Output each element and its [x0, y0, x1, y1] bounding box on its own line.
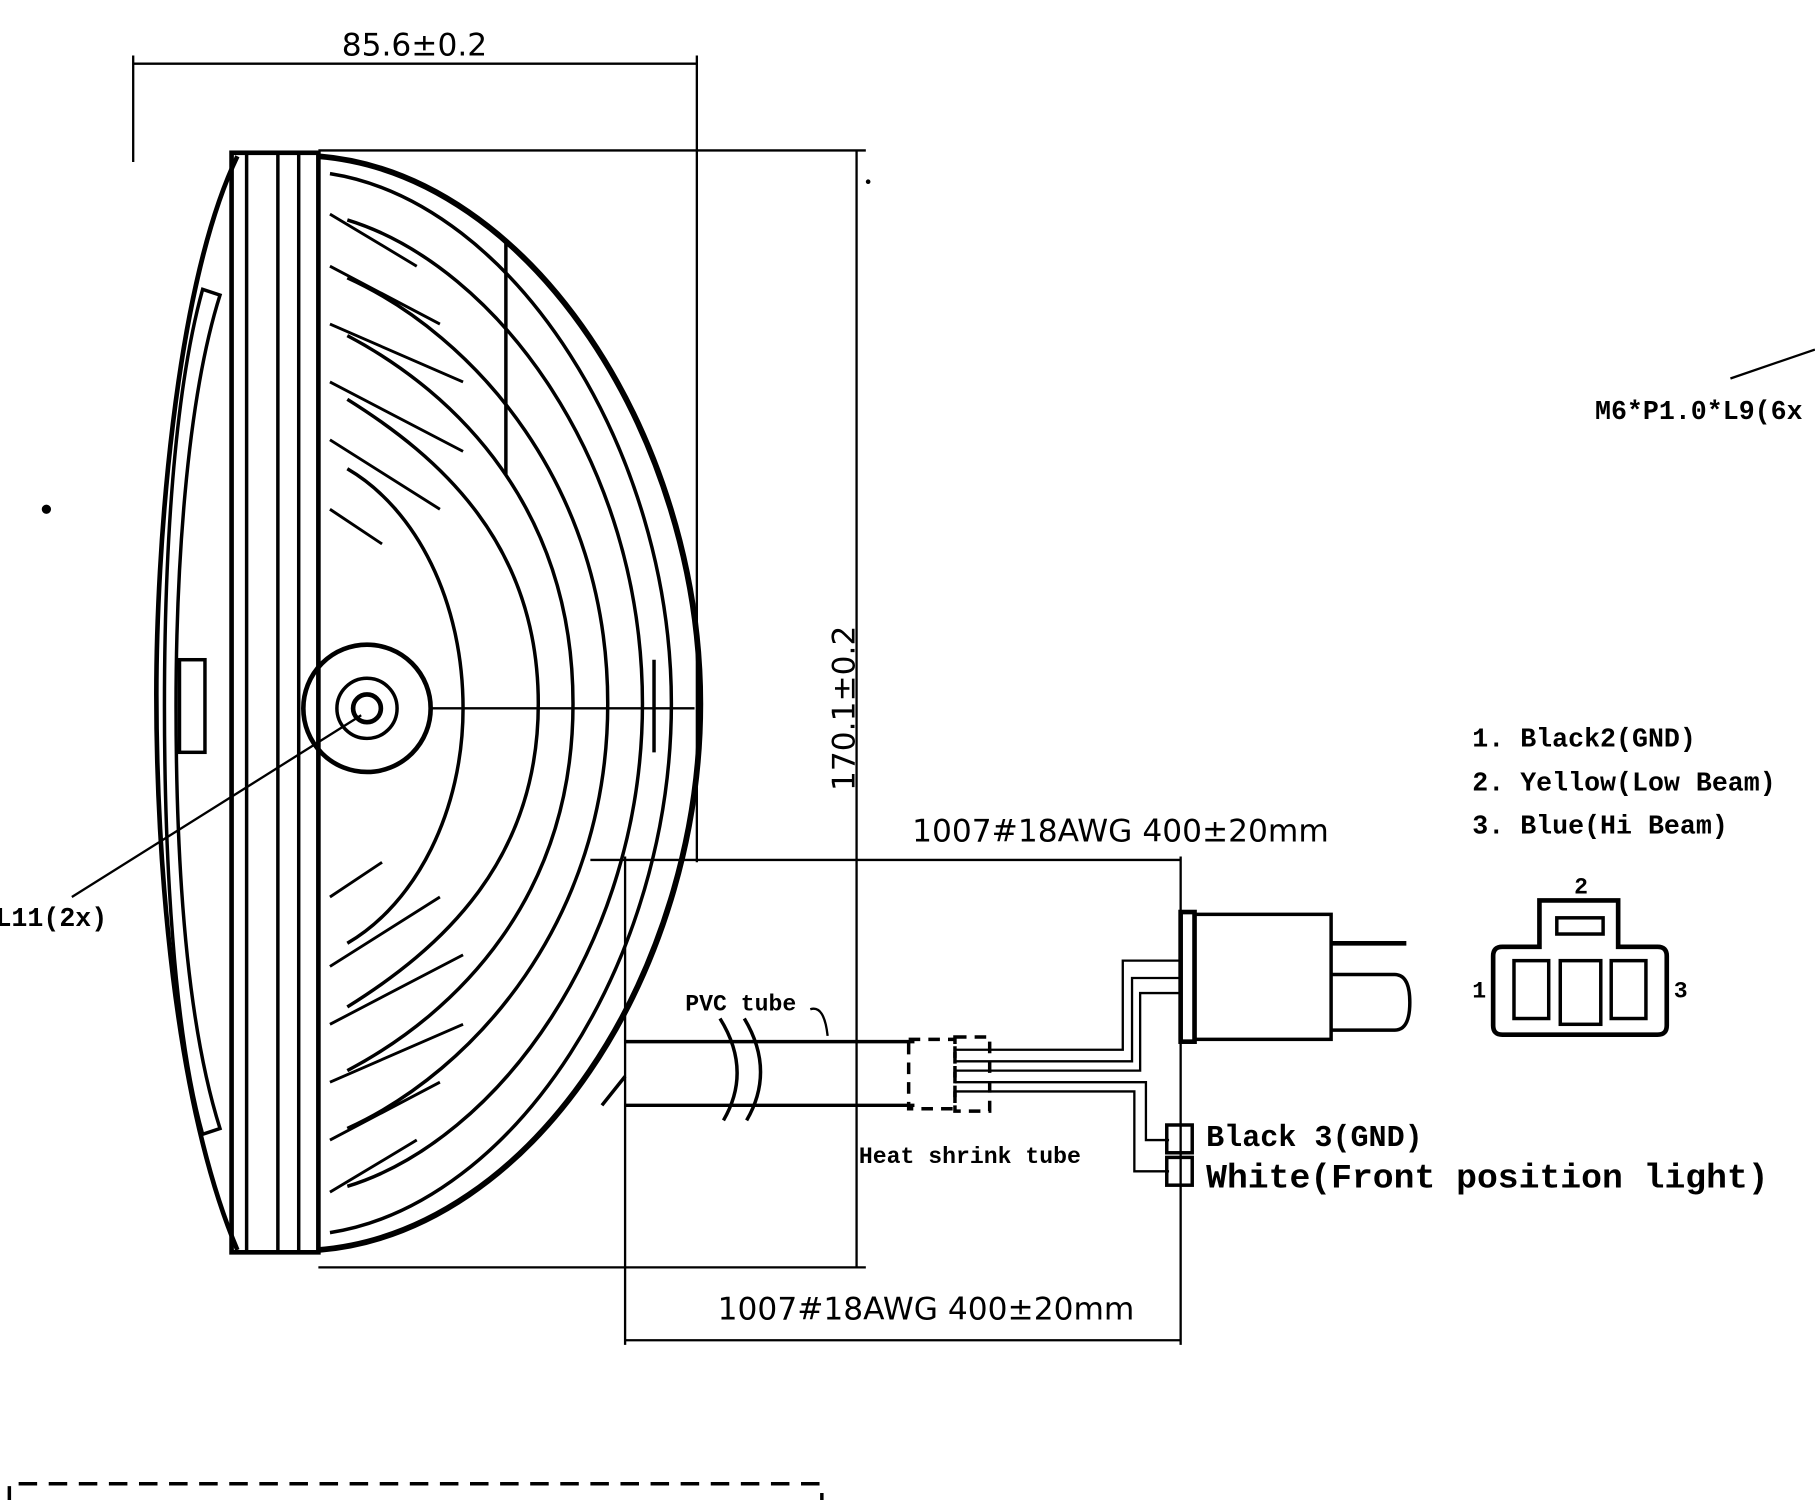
- screw-callout: M6*P1.0*L9(6x: [1595, 397, 1803, 427]
- pinout-list: 1. Black2(GND) 2. Yellow(Low Beam) 3. Bl…: [1472, 725, 1775, 842]
- depth-dimension: 85.6±0.2: [132, 28, 699, 863]
- h4-plug: [1178, 909, 1412, 1044]
- title-block-outline: [7, 1482, 824, 1500]
- pinout-item: 3. Blue(Hi Beam): [1472, 811, 1728, 841]
- adjuster-boss: [301, 642, 433, 775]
- heat-shrink-label: Heat shrink tube: [859, 1144, 1081, 1170]
- depth-label: 85.6±0.2: [342, 28, 487, 64]
- pin-2-label: 2: [1574, 875, 1588, 901]
- wire-upper-label: 1007#18AWG 400±20mm: [912, 813, 1329, 849]
- cable-assembly: PVC tube Heat shrink tube: [625, 959, 1181, 1173]
- wire-dimension-upper: 1007#18AWG 400±20mm: [590, 813, 1329, 862]
- extra-wire-terminals: Black 3(GND) White(Front position light): [1165, 1122, 1769, 1199]
- wire-dimension-lower: 1007#18AWG 400±20mm: [623, 856, 1182, 1345]
- pinout-item: 1. Black2(GND): [1472, 725, 1696, 755]
- height-label: 170.1±0.2: [826, 626, 862, 791]
- headlight-body: [154, 150, 704, 1255]
- white-label: White(Front position light): [1206, 1160, 1769, 1199]
- mount-callout: L11(2x): [0, 904, 107, 934]
- pin-3-label: 3: [1674, 979, 1688, 1005]
- pin-1-label: 1: [1472, 979, 1486, 1005]
- wire-lower-label: 1007#18AWG 400±20mm: [718, 1291, 1135, 1327]
- connector-face: 1 2 3: [1472, 875, 1688, 1038]
- height-dimension: 170.1±0.2: [318, 149, 866, 1269]
- pvc-tube-label: PVC tube: [685, 991, 796, 1017]
- black3-label: Black 3(GND): [1206, 1122, 1423, 1156]
- pinout-item: 2. Yellow(Low Beam): [1472, 769, 1775, 799]
